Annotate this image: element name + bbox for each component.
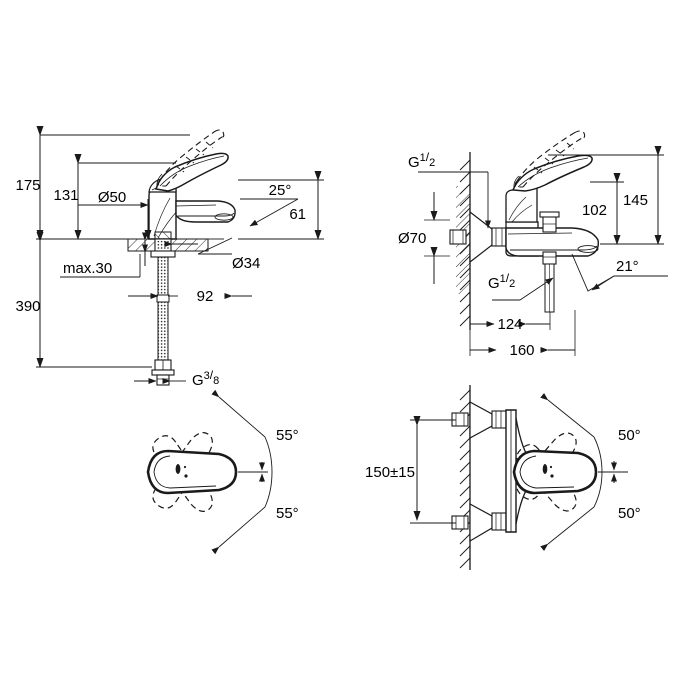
g12-top-g: G bbox=[408, 154, 420, 171]
dimension-92-label: 92 bbox=[197, 288, 214, 305]
dimension-d70-label: Ø70 bbox=[398, 230, 426, 247]
dimension-d50-label: Ø50 bbox=[98, 189, 126, 206]
bath-plan-union-lower bbox=[451, 502, 507, 543]
g12-top-numerator: 1 bbox=[420, 152, 426, 164]
dimension-160: 160 bbox=[469, 310, 576, 359]
dimension-g38: G3/8 bbox=[134, 368, 219, 389]
basin-mixer-lever-open-phantom bbox=[157, 129, 225, 187]
basin-lever-phantom-up bbox=[152, 432, 213, 509]
dimension-124-label: 124 bbox=[497, 316, 522, 333]
dimension-g38-label: G3/8 bbox=[192, 368, 219, 389]
basin-lever-angle-lines bbox=[211, 389, 273, 555]
dimension-102: 102 bbox=[582, 173, 624, 245]
dimension-d34: Ø34 bbox=[164, 237, 260, 272]
basin-lever-plan-shape bbox=[146, 449, 238, 495]
dimension-124: 124 bbox=[470, 312, 551, 333]
g12-bottom-numerator: 1 bbox=[500, 273, 506, 285]
dimension-25deg: 25° bbox=[240, 182, 299, 227]
g38-numerator: 3 bbox=[204, 370, 210, 382]
bath-mixer-lever bbox=[511, 154, 593, 192]
bath-plan-union-upper bbox=[451, 400, 507, 440]
dimension-21deg: 21° bbox=[571, 253, 668, 292]
dimension-61: 61 bbox=[238, 171, 324, 240]
basin-mixer-spout bbox=[175, 200, 236, 223]
dimension-175-label: 175 bbox=[15, 177, 40, 194]
basin-mixer-lever bbox=[155, 152, 229, 192]
bath-mixer-diverter-knob bbox=[539, 211, 560, 233]
bath-mixer-lever-open-phantom bbox=[514, 130, 586, 188]
bath-mixer-lever-open-ribs bbox=[533, 142, 575, 174]
dimension-d70: Ø70 bbox=[398, 192, 450, 284]
g38-g: G bbox=[192, 372, 204, 389]
g12-bottom-g: G bbox=[488, 275, 500, 292]
dimension-390: 390 bbox=[15, 232, 152, 368]
dimension-150pm15-label: 150±15 bbox=[365, 464, 415, 481]
dimension-145: 145 bbox=[548, 146, 664, 245]
dimension-131: 131 bbox=[53, 154, 176, 240]
bath-lever-plan-shape bbox=[512, 449, 598, 495]
view-bath-mixer-elevation: G1/2 Ø70 G1/2 145 bbox=[398, 130, 668, 359]
dimension-61-label: 61 bbox=[289, 206, 306, 223]
bath-lever-angle-lines bbox=[540, 392, 603, 552]
dimension-145-label: 145 bbox=[623, 192, 648, 209]
view-basin-lever-plan: 55° 55° bbox=[146, 389, 299, 555]
dimension-50deg-bottom-label: 50° bbox=[618, 505, 641, 522]
dimension-50deg-top-label: 50° bbox=[618, 427, 641, 444]
bath-mixer-spout bbox=[505, 227, 599, 257]
dimension-390-label: 390 bbox=[15, 298, 40, 315]
dimension-92: 92 bbox=[128, 288, 252, 305]
view-bath-lever-plan: 50° 50° 150±15 bbox=[365, 385, 641, 570]
dimension-131-label: 131 bbox=[53, 187, 78, 204]
basin-mixer-lever-open-ribs bbox=[175, 141, 214, 173]
dimension-max30: max.30 bbox=[60, 232, 148, 278]
dimension-max30-label: max.30 bbox=[63, 260, 112, 277]
dimension-g12-bottom-label: G1/2 bbox=[488, 271, 515, 292]
dimension-25deg-label: 25° bbox=[269, 182, 292, 199]
bath-mixer-shower-outlet bbox=[542, 251, 557, 313]
dimension-g12-top-label: G1/2 bbox=[408, 150, 435, 171]
dimension-102-label: 102 bbox=[582, 202, 607, 219]
dimension-160-label: 160 bbox=[509, 342, 534, 359]
dimension-21deg-label: 21° bbox=[616, 258, 639, 275]
g38-denominator: 8 bbox=[213, 375, 219, 387]
g12-top-denominator: 2 bbox=[429, 157, 435, 169]
bath-lever-phantom-down bbox=[516, 443, 577, 512]
dimension-150pm15: 150±15 bbox=[365, 416, 456, 524]
dimension-d34-label: Ø34 bbox=[232, 255, 260, 272]
view-basin-mixer-elevation: 175 131 Ø50 25° 61 bbox=[15, 126, 324, 389]
dimension-175: 175 bbox=[15, 126, 200, 240]
bath-mixer-s-union bbox=[449, 210, 507, 264]
basin-lever-phantom-down bbox=[152, 435, 213, 512]
dimension-55deg-bottom-label: 55° bbox=[276, 505, 299, 522]
dimension-g12-top: G1/2 bbox=[408, 150, 491, 229]
dimension-g12-bottom: G1/2 bbox=[488, 271, 554, 301]
dimension-d50: Ø50 bbox=[78, 189, 152, 240]
dimension-55deg-top-label: 55° bbox=[276, 427, 299, 444]
g12-bottom-denominator: 2 bbox=[509, 278, 515, 290]
